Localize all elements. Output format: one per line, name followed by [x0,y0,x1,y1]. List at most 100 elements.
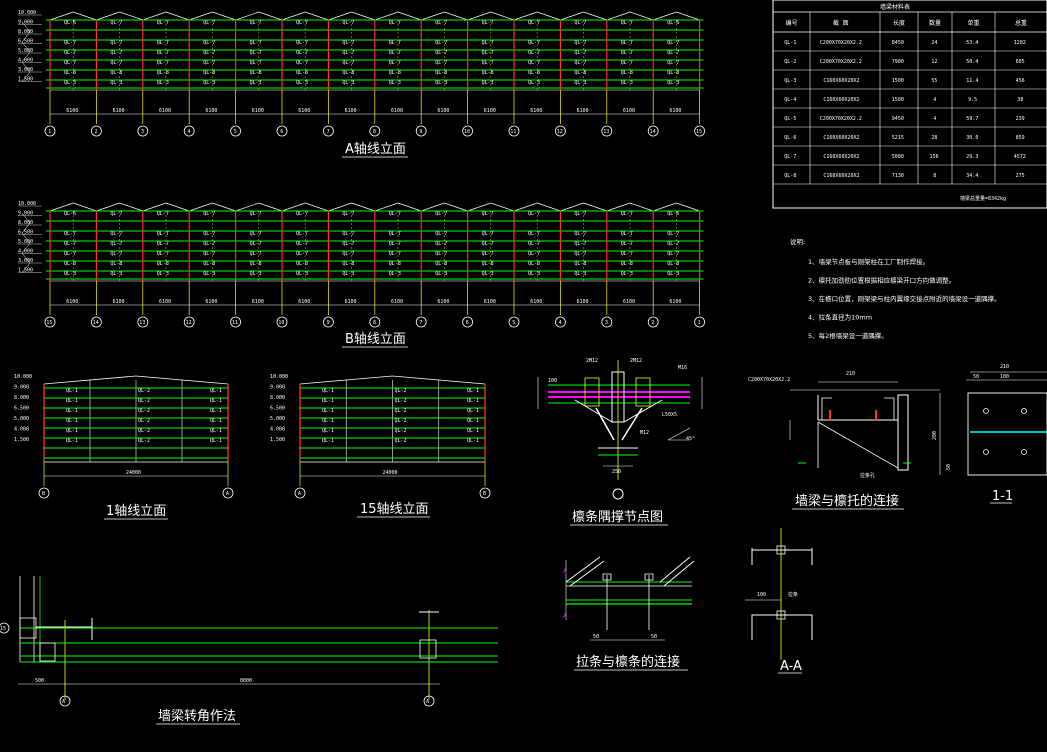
axis-bubble [415,125,427,137]
axis-label: 8 [373,129,376,135]
span-dim: 6100 [623,108,635,114]
gable-axis-bubble [38,487,50,499]
axis-label: 8 [373,320,376,326]
gable-level: 8.000 [270,395,285,401]
beam-tag: QL-8 [203,70,215,76]
gable-beam-tag: QL-2 [395,408,407,414]
gable-axis-bubble [222,487,234,499]
beam-tag: QL-3 [621,271,633,277]
tie-rod-dim-50-left: 50 [593,634,599,640]
material-table-cell: QL-3 [784,78,796,84]
level-mark: 10.000 [18,201,36,207]
axis-bubble [647,125,659,137]
axis-label: 11 [232,320,238,326]
corner-title: 墙梁转角作法 [158,709,236,724]
material-table-cell: 5080 [892,154,904,160]
level-mark: 6.500 [18,39,33,45]
beam-tag: QL-7 [342,231,354,237]
material-table-cell: 24 [931,40,937,46]
axis-label: 3 [141,129,144,135]
corner-dim-500: 500 [35,678,44,684]
beam-tag: QL-7 [296,231,308,237]
beam-tag: QL-8 [482,261,494,267]
beam-tag: QL-7 [342,20,354,26]
axis-bubble [322,316,334,328]
material-table-cell: 1282 [1014,40,1026,46]
section-1-1-dim-50: 50 [973,374,979,380]
beam-tag: QL-7 [296,60,308,66]
beam-tag: QL-8 [342,261,354,267]
span-dim: 6100 [252,299,264,305]
beam-tag: QL-7 [110,50,122,56]
axis-bubble [508,316,520,328]
brace-label-2m12-right: 2M12 [630,358,642,364]
beam-tag: QL-8 [110,261,122,267]
span-dim: 6100 [113,299,125,305]
beam-tag: QL-3 [389,271,401,277]
material-table-cell: 1500 [892,78,904,84]
beam-tag: QL-7 [389,60,401,66]
material-table-cell: 9.5 [968,97,977,103]
beam-tag: QL-3 [296,80,308,86]
axis-bubble [276,125,288,137]
beam-tag: QL-3 [157,80,169,86]
beam-tag: QL-7 [110,231,122,237]
beam-tag: QL-7 [157,211,169,217]
material-table-cell: 55 [931,78,937,84]
beam-tag: QL-7 [621,40,633,46]
beam-tag: QL-6 [667,20,679,26]
material-table-cell: QL-8 [784,173,796,179]
level-mark: 3.000 [18,67,33,73]
gable-level: 10.000 [270,374,288,380]
beam-tag: QL-7 [250,20,262,26]
gable-beam-tag: QL-2 [138,388,150,394]
beam-tag: QL-7 [342,40,354,46]
beam-tag: QL-8 [64,261,76,267]
material-table-cell: C160X60X20X2 [823,97,859,103]
beam-tag: QL-8 [389,70,401,76]
material-table-cell: 34.4 [966,173,978,179]
span-dim: 6100 [669,108,681,114]
beam-tag: QL-8 [528,70,540,76]
beam-tag: QL-3 [389,80,401,86]
beam-tag: QL-7 [203,241,215,247]
gable-beam-tag: QL-2 [395,388,407,394]
beam-tag: QL-7 [574,20,586,26]
material-table-header: 截 面 [833,19,849,27]
gable-beam-tag: QL-1 [210,408,222,414]
beam-tag: QL-7 [667,50,679,56]
axis-label: 2 [651,320,654,326]
gable-beam-tag: QL-2 [138,398,150,404]
section-1-1-title: 1-1 [992,489,1013,504]
gable-beam-tag: QL-1 [322,398,334,404]
beam-tag: QL-7 [389,20,401,26]
beam-tag: QL-7 [528,251,540,257]
axis-label: 10 [464,129,470,135]
beam-tag: QL-7 [621,251,633,257]
beam-tag: QL-7 [528,50,540,56]
wall-beam-corner-detail: 500 8000 A A 15 [0,576,498,707]
gable-axis-bubble [479,487,491,499]
gable-beam-tag: QL-1 [66,418,78,424]
section-1-1-dim-200: 200 [932,431,938,440]
beam-tag: QL-7 [621,231,633,237]
beam-tag: QL-7 [528,60,540,66]
axis-label: 6 [280,129,283,135]
beam-tag: QL-6 [64,211,76,217]
axis-bubble [44,316,56,328]
beam-tag: QL-8 [667,70,679,76]
gable-beam-tag: QL-1 [66,408,78,414]
beam-tag: QL-8 [482,70,494,76]
beam-tag: QL-8 [157,70,169,76]
gable-beam-tag: QL-1 [322,428,334,434]
material-table-cell: QL-4 [784,97,796,103]
axis-bubble [369,316,381,328]
corner-axis-a-right: A [426,699,429,705]
span-dim: 6100 [623,299,635,305]
section-a-a-title: A-A [780,659,802,674]
beam-tag: QL-3 [667,80,679,86]
material-table-cell: 1500 [892,97,904,103]
gable-beam-tag: QL-1 [467,438,479,444]
gable-level: 6.500 [14,406,29,412]
